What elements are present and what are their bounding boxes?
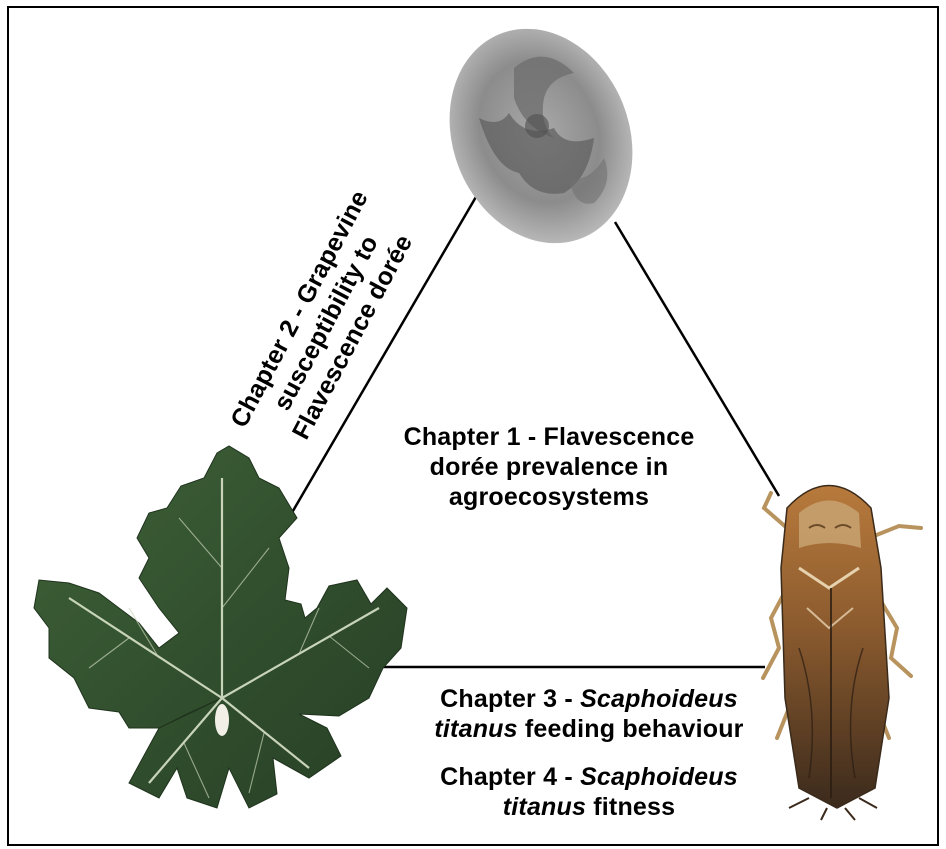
chapter4-suffix: fitness (586, 793, 675, 821)
chapter4-genus: Scaphoideus (580, 763, 738, 791)
chapter1-line2: dorée prevalence in (349, 452, 749, 482)
chapter3-line1: Chapter 3 - Scaphoideus (379, 684, 799, 714)
chapter4-line1: Chapter 4 - Scaphoideus (379, 762, 799, 792)
chapter4-label: Chapter 4 - Scaphoideus titanus fitness (379, 762, 799, 822)
chapter3-label: Chapter 3 - Scaphoideus titanus feeding … (379, 684, 799, 744)
chapter4-prefix: Chapter 4 - (440, 763, 580, 791)
chapter3-suffix: feeding behaviour (518, 715, 744, 743)
chapter3-prefix: Chapter 3 - (440, 685, 580, 713)
chapter3-genus: Scaphoideus (580, 685, 738, 713)
chapter1-label: Chapter 1 - Flavescence dorée prevalence… (349, 422, 749, 512)
chapter4-line2: titanus fitness (379, 792, 799, 822)
chapter3-line2: titanus feeding behaviour (379, 714, 799, 744)
chapter1-line3: agroecosystems (349, 482, 749, 512)
chapter4-species: titanus (503, 793, 586, 821)
chapter1-line1: Chapter 1 - Flavescence (349, 422, 749, 452)
diagram-frame: Chapter 1 - Flavescence dorée prevalence… (7, 6, 939, 846)
chapter3-species: titanus (434, 715, 517, 743)
